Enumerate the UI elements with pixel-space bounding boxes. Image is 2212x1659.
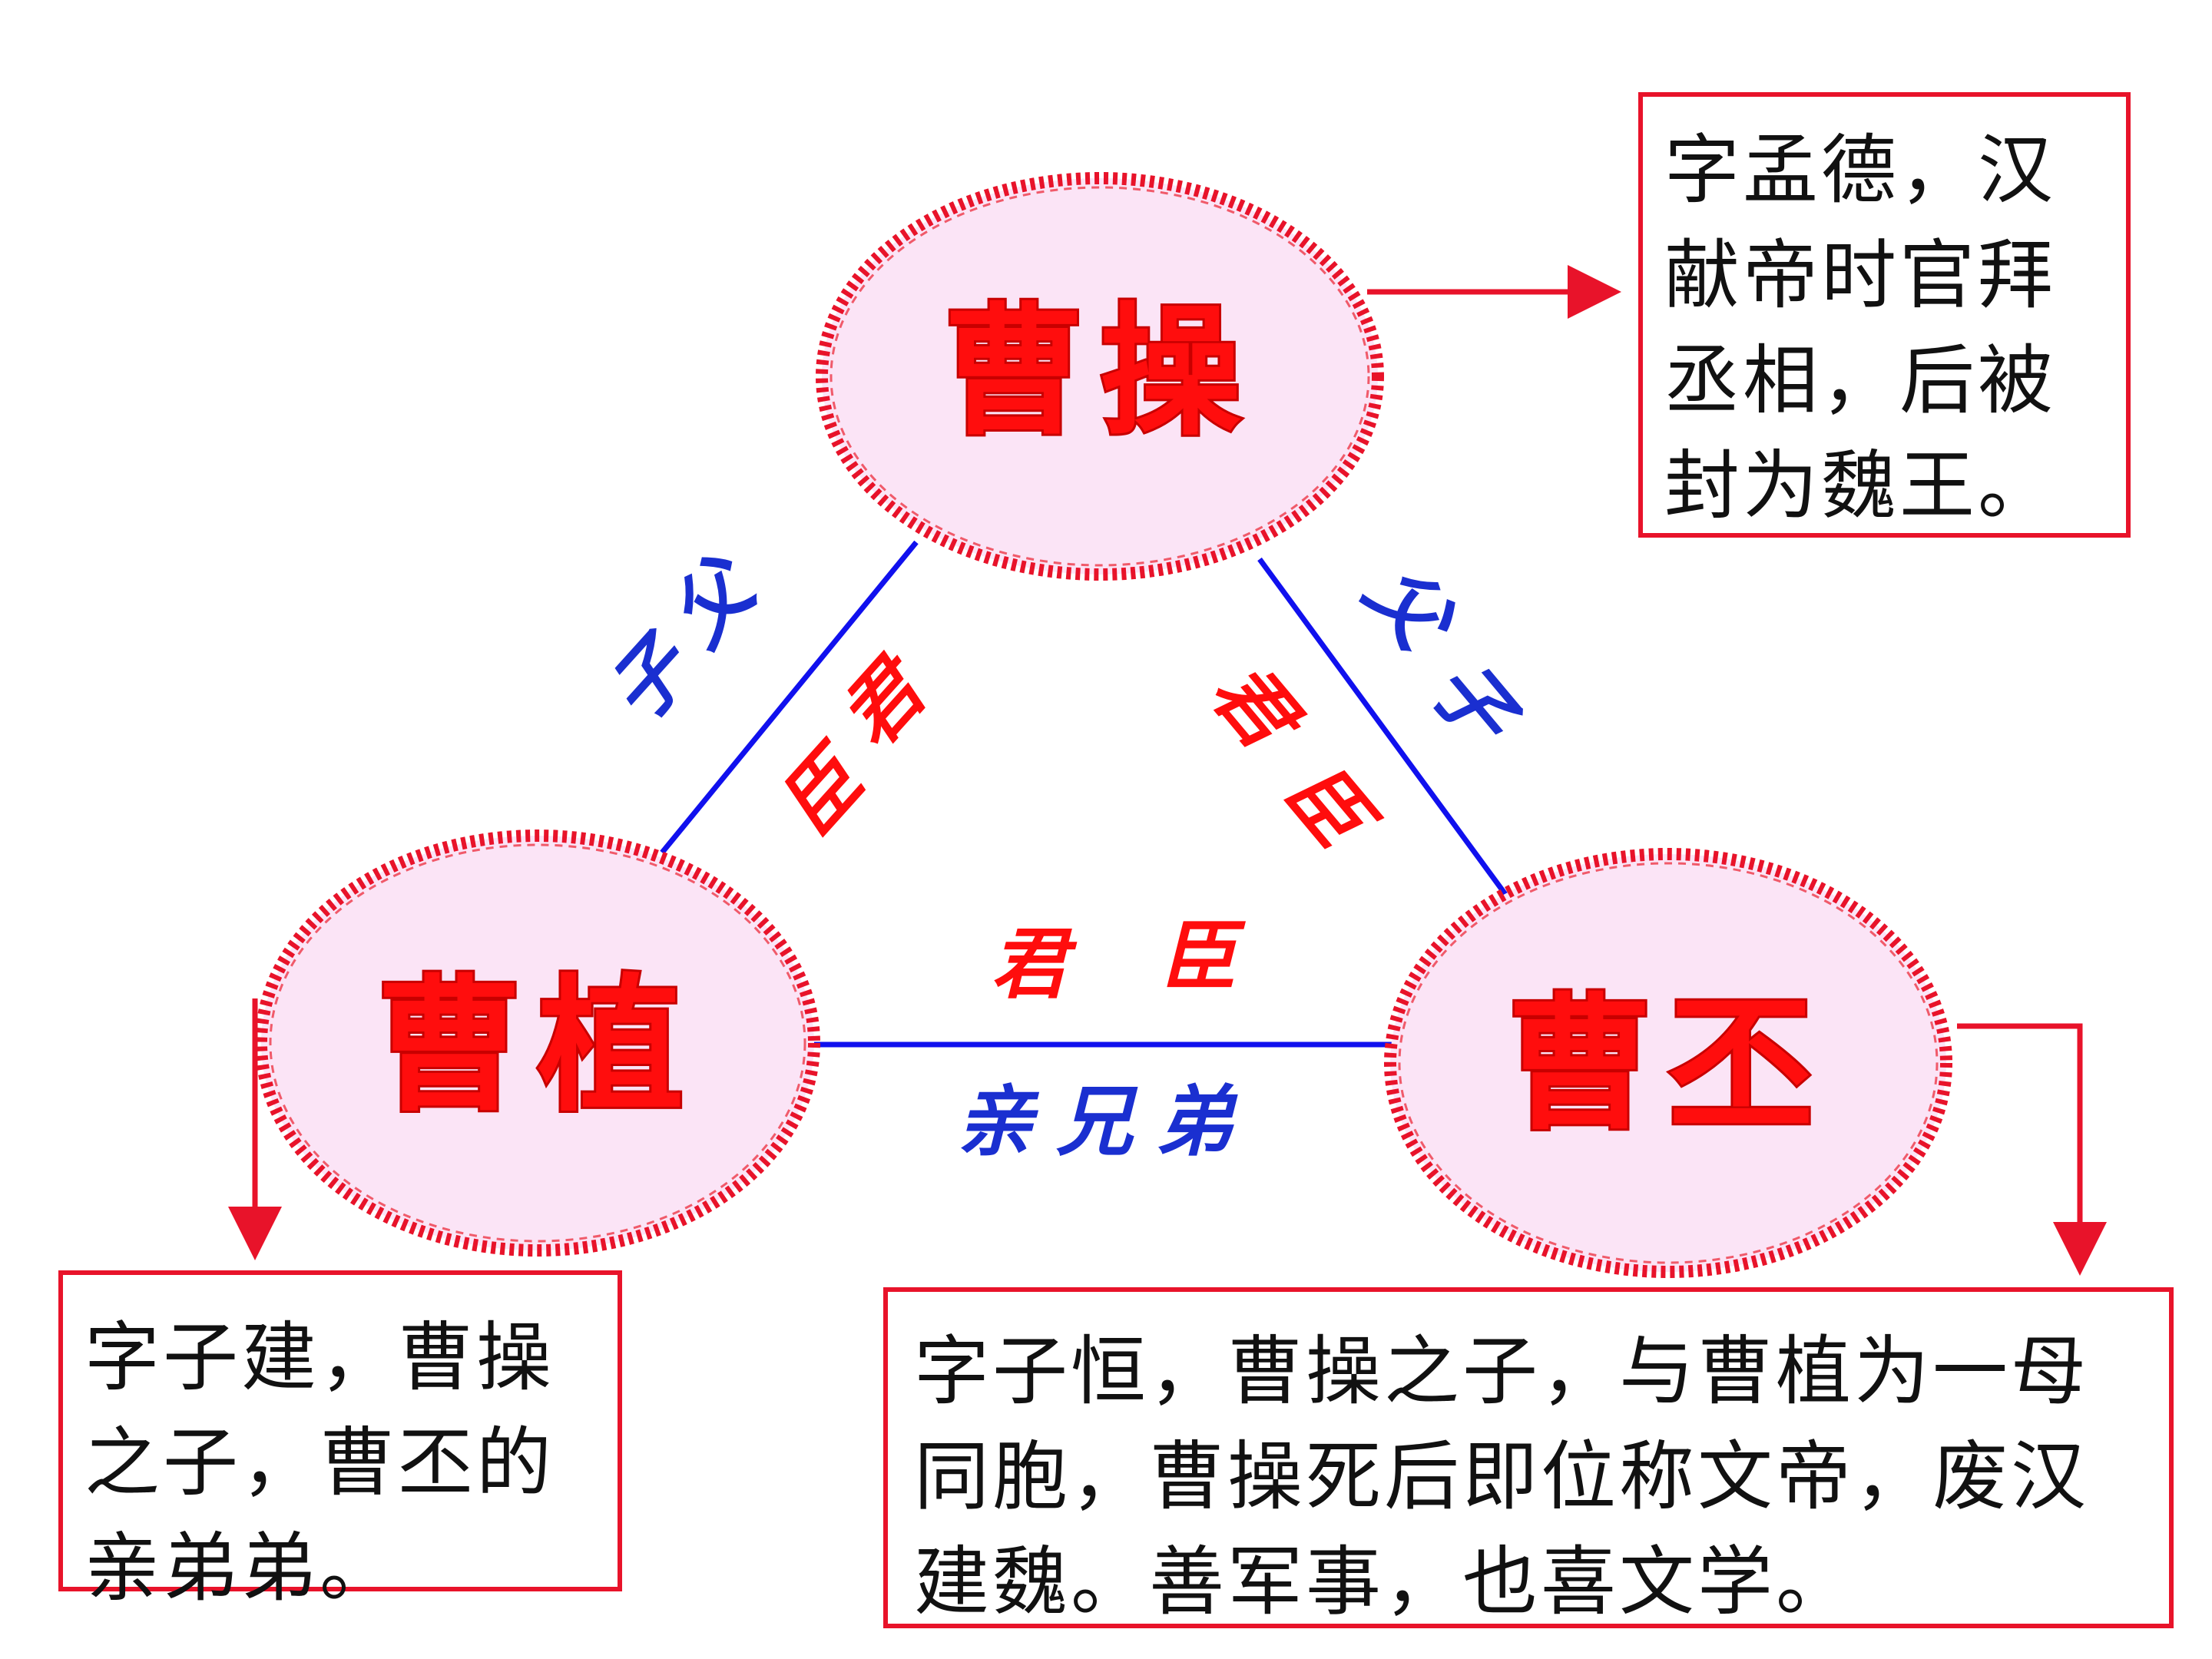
right-edge-rank-ruler: 君 bbox=[1194, 646, 1319, 770]
bottom-edge-rank-ruler: 君 bbox=[991, 919, 1078, 1009]
arrow-caopi-info bbox=[1957, 1023, 2107, 1276]
node-caozhi: 曹植 bbox=[255, 830, 820, 1257]
info-box-caozhi: 字子建，曹操之子，曹丕的亲弟弟。 bbox=[58, 1270, 622, 1612]
right-edge-kinship-son: 子 bbox=[1412, 642, 1535, 764]
info-text-caocao: 字孟德，汉献帝时官拜丞相，后被封为魏王。 bbox=[1664, 127, 2057, 530]
node-caocao-label: 曹操 bbox=[943, 289, 1257, 455]
node-caopi-label: 曹丕 bbox=[1507, 979, 1830, 1150]
edge-caocao-caopi bbox=[1257, 557, 1515, 907]
edge-caocao-caozhi bbox=[660, 540, 919, 855]
right-edge-rank-minister: 臣 bbox=[1267, 746, 1392, 870]
node-caocao: 曹操 bbox=[816, 172, 1384, 581]
info-text-caopi: 字子恒，曹操之子，与曹植为一母同胞，曹操死后即位称文帝，废汉建魏。善军事，也喜文… bbox=[914, 1328, 2090, 1626]
left-edge-rank-ruler: 君 bbox=[822, 639, 947, 764]
right-edge-kinship-father: 父 bbox=[1348, 547, 1472, 670]
bottom-edge-kinship: 亲兄弟 bbox=[956, 1076, 1256, 1167]
info-text-caozhi: 字子建，曹操之子，曹丕的亲弟弟。 bbox=[84, 1314, 555, 1612]
info-box-caocao: 字孟德，汉献帝时官拜丞相，后被封为魏王。 bbox=[1638, 92, 2131, 538]
bottom-edge-rank-minister: 臣 bbox=[1160, 911, 1246, 1002]
left-edge-rank-minister: 臣 bbox=[761, 728, 886, 853]
node-caopi: 曹丕 bbox=[1384, 848, 1952, 1278]
info-box-caopi: 字子恒，曹操之子，与曹植为一母同胞，曹操死后即位称文帝，废汉建魏。善军事，也喜文… bbox=[883, 1287, 2174, 1628]
left-edge-kinship-father: 父 bbox=[652, 540, 776, 664]
node-caozhi-label: 曹植 bbox=[376, 960, 699, 1131]
